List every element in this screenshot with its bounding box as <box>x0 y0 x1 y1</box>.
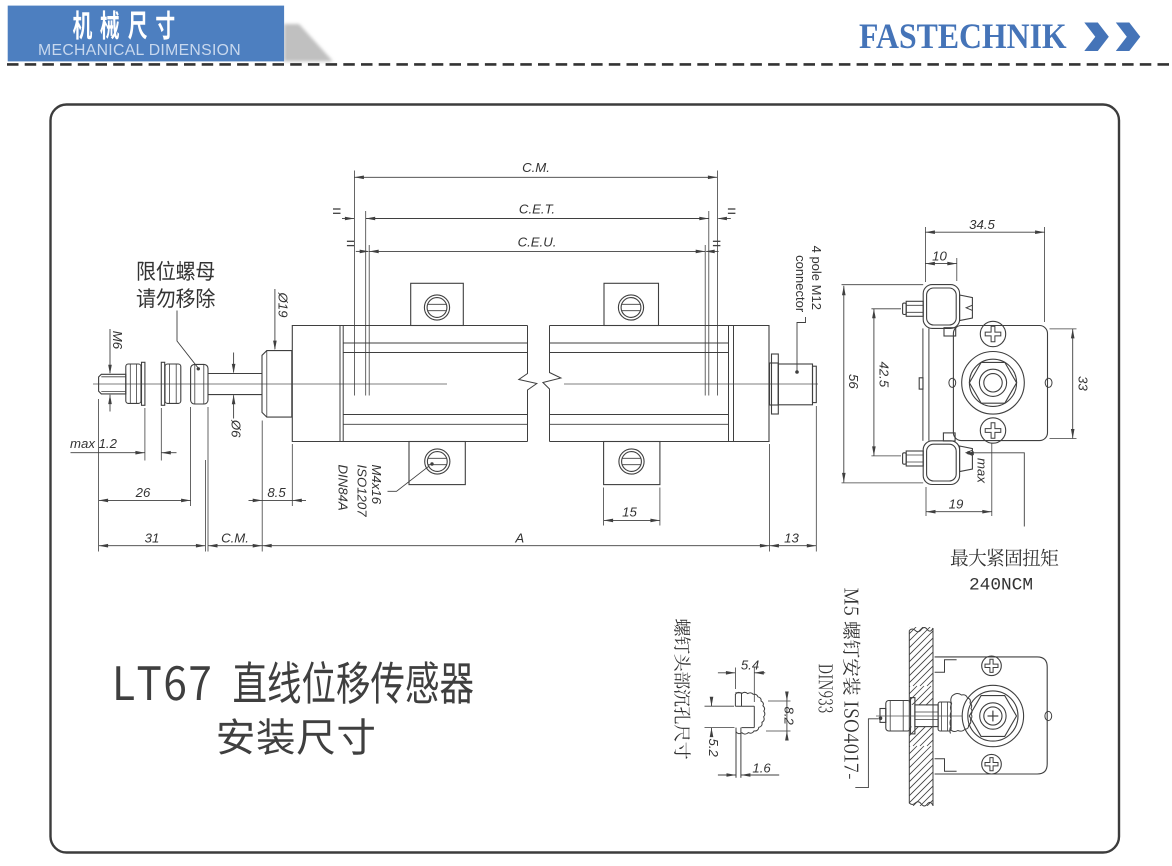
svg-text:Ø6: Ø6 <box>228 419 243 438</box>
svg-text:19: 19 <box>949 497 964 512</box>
svg-text:max: max <box>975 458 990 483</box>
svg-text:MECHANICAL DIMENSION: MECHANICAL DIMENSION <box>38 42 241 59</box>
svg-text:26: 26 <box>135 485 151 500</box>
svg-text:15: 15 <box>622 505 637 520</box>
svg-text:C.M.: C.M. <box>221 531 249 546</box>
svg-text:240NCM: 240NCM <box>969 575 1033 595</box>
svg-text:13: 13 <box>784 531 799 546</box>
svg-text:8.2: 8.2 <box>782 707 797 726</box>
svg-text:FASTECHNIK: FASTECHNIK <box>859 18 1067 57</box>
svg-text:42.5: 42.5 <box>877 362 892 388</box>
svg-text:A: A <box>514 531 524 546</box>
svg-text:8.5: 8.5 <box>267 485 286 500</box>
svg-text:1.6: 1.6 <box>752 761 771 776</box>
svg-text:Ø19: Ø19 <box>276 292 291 319</box>
svg-text:C.E.U.: C.E.U. <box>518 235 557 250</box>
svg-text:5.4: 5.4 <box>741 658 759 673</box>
svg-text:M6: M6 <box>110 331 125 350</box>
svg-text:C.E.T.: C.E.T. <box>519 202 555 217</box>
svg-text:5.2: 5.2 <box>706 739 721 758</box>
svg-text:DIN84A: DIN84A <box>336 465 351 511</box>
svg-text:C.M.: C.M. <box>522 160 550 175</box>
svg-text:56: 56 <box>846 374 861 389</box>
svg-text:connector: connector <box>793 255 808 313</box>
svg-text:34.5: 34.5 <box>969 217 995 232</box>
svg-text:10: 10 <box>932 248 947 263</box>
svg-text:ISO1207: ISO1207 <box>355 465 370 518</box>
svg-text:M4x16: M4x16 <box>369 465 384 505</box>
svg-text:max 1.2: max 1.2 <box>70 436 118 451</box>
svg-text:33: 33 <box>1075 376 1090 391</box>
svg-text:4 pole M12: 4 pole M12 <box>809 246 824 310</box>
svg-text:31: 31 <box>145 531 160 546</box>
